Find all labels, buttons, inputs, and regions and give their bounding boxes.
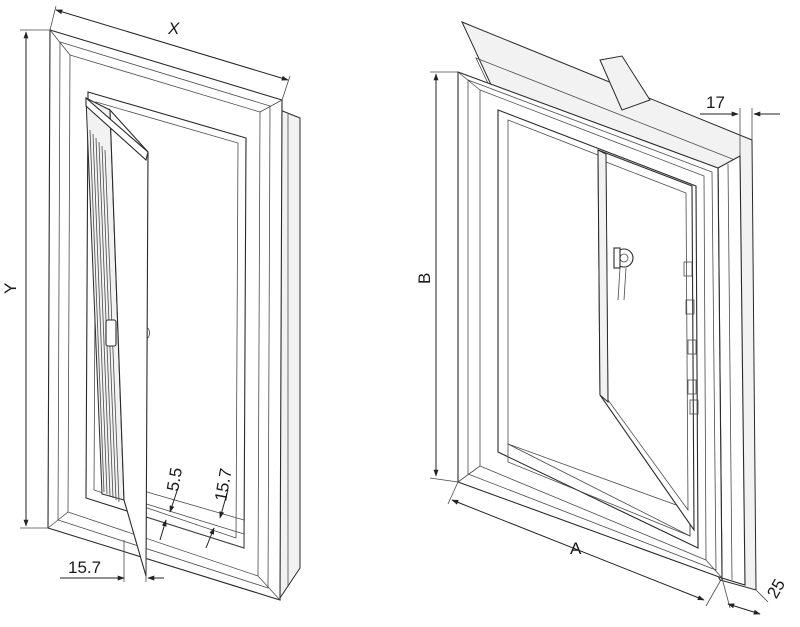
left-door-latch [105, 319, 117, 347]
dimension-depth-top-label: 17 [706, 93, 725, 112]
dimension-depth-17: 17 [700, 93, 780, 156]
right-door-hinges [683, 261, 699, 415]
dimension-a-label: A [570, 539, 582, 558]
left-open-door [85, 96, 149, 577]
dimension-y: Y [1, 29, 50, 529]
left-frame-depth [279, 109, 301, 600]
dimension-depth-bottom-label: 25 [763, 576, 789, 602]
dimension-y-label: Y [1, 283, 20, 294]
dimension-x: X [49, 5, 291, 101]
dimension-x-label: X [167, 19, 180, 38]
right-door-lock [613, 247, 634, 301]
dimension-inner-5-5: 5.5 [159, 466, 186, 541]
dimension-a: A [447, 481, 723, 607]
left-door-louvers [89, 129, 120, 503]
left-hatch-drawing: X Y 15.7 5.5 15.7 [1, 5, 301, 601]
dimension-bottom-label: 15.7 [68, 558, 101, 577]
dimension-b-label: B [415, 273, 434, 284]
dimension-b: B [415, 71, 459, 483]
right-hatch-drawing: B A 17 25 [415, 21, 789, 615]
dimension-bottom-15-7: 15.7 [60, 540, 164, 582]
dimension-inner-1-label: 5.5 [163, 466, 186, 493]
